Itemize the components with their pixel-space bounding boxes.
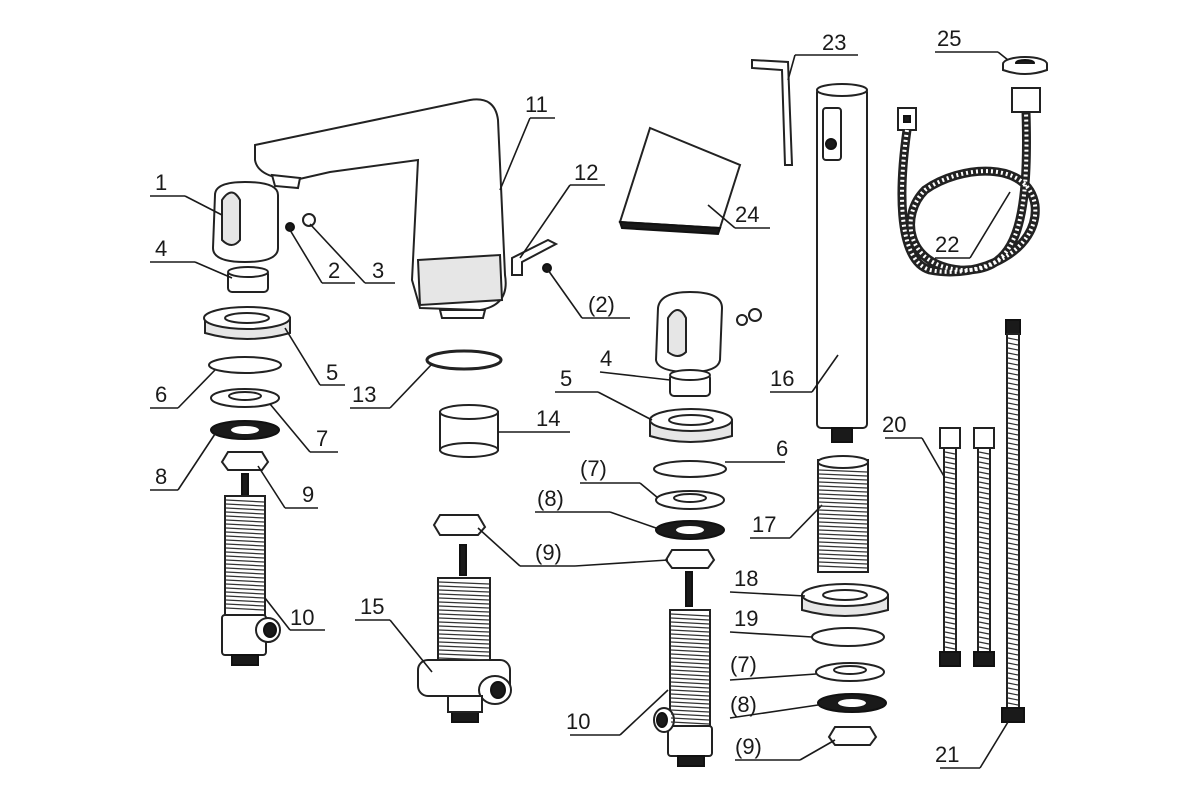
cartridge-sleeve-left <box>227 266 269 293</box>
o-ring-19 <box>811 627 885 647</box>
right-handle <box>654 290 762 374</box>
hand-shower <box>816 83 868 443</box>
rubber-gasket-left <box>210 420 280 440</box>
cartridge-sleeve-right <box>669 369 711 397</box>
label-2: 2 <box>328 258 340 283</box>
label-9-right: (9) <box>535 540 562 565</box>
screw-2b <box>542 263 552 273</box>
label-8-right: (8) <box>537 486 564 511</box>
part-labels: 1 4 2 3 5 6 7 8 9 10 11 12 (2) 13 14 15 … <box>155 26 961 767</box>
thread-lines <box>225 499 265 611</box>
label-20: 20 <box>882 412 906 437</box>
hex-nut-right <box>664 549 716 569</box>
label-19: 19 <box>734 606 758 631</box>
base-ring-right <box>649 408 733 443</box>
base-ring-left <box>203 306 291 340</box>
label-14: 14 <box>536 406 560 431</box>
label-22: 22 <box>935 232 959 257</box>
label-10-left: 10 <box>290 605 314 630</box>
label-8-left: 8 <box>155 464 167 489</box>
label-15: 15 <box>360 594 384 619</box>
diverter-lever <box>511 238 559 276</box>
label-23: 23 <box>822 30 846 55</box>
label-9-left: 9 <box>302 482 314 507</box>
label-24: 24 <box>735 202 759 227</box>
o-ring-right <box>653 460 727 478</box>
rubber-gasket-bottom <box>817 693 887 713</box>
label-16: 16 <box>770 366 794 391</box>
label-8-bottom: (8) <box>730 692 757 717</box>
label-1: 1 <box>155 170 167 195</box>
label-4-right: 4 <box>600 346 612 371</box>
label-4-left: 4 <box>155 236 167 261</box>
label-5-right: 5 <box>560 366 572 391</box>
hex-key <box>751 58 794 166</box>
label-7-left: 7 <box>316 426 328 451</box>
instruction-booklet <box>618 126 742 236</box>
thread-lines <box>978 451 990 650</box>
left-handle <box>211 180 279 264</box>
o-ring-left <box>208 356 282 374</box>
label-17: 17 <box>752 512 776 537</box>
label-7-bottom: (7) <box>730 652 757 677</box>
hex-nut-left <box>220 451 270 471</box>
thread-lines <box>1007 337 1019 706</box>
label-3: 3 <box>372 258 384 283</box>
thread-lines <box>670 613 710 725</box>
thread-lines <box>818 469 868 569</box>
label-21: 21 <box>935 742 959 767</box>
label-5-left: 5 <box>326 360 338 385</box>
sleeve-14 <box>439 404 499 458</box>
label-13: 13 <box>352 382 376 407</box>
label-11: 11 <box>525 92 548 117</box>
valve-right <box>653 571 713 767</box>
washer-left <box>210 388 280 408</box>
hex-nut-bottom <box>827 726 878 746</box>
thread-lines <box>438 581 490 661</box>
label-10-right: 10 <box>566 709 590 734</box>
label-2b: (2) <box>588 292 615 317</box>
label-25: 25 <box>937 26 961 51</box>
o-ring-13 <box>425 349 503 371</box>
label-7-right: (7) <box>580 456 607 481</box>
nut-ring-18 <box>801 583 889 617</box>
screws-2-3 <box>285 213 316 232</box>
washer-right <box>655 490 725 510</box>
label-9-bottom: (9) <box>735 734 762 759</box>
spout-body <box>254 98 507 319</box>
washer-bottom <box>815 662 885 682</box>
thread-lines <box>944 451 956 650</box>
shower-hose <box>897 87 1041 277</box>
leader-lines <box>150 51 1011 769</box>
label-6-left: 6 <box>155 382 167 407</box>
label-6-right: 6 <box>776 436 788 461</box>
label-12: 12 <box>574 160 598 185</box>
rubber-gasket-right <box>655 520 725 540</box>
label-18: 18 <box>734 566 758 591</box>
hose-washer-25 <box>1002 56 1048 75</box>
long-hose-21 <box>1001 319 1025 723</box>
